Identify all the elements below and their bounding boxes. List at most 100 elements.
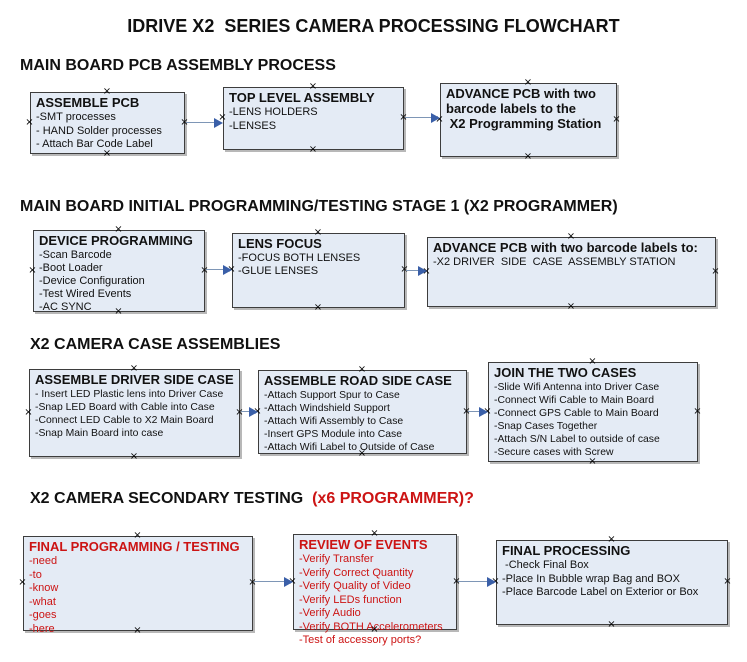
- box-line: -Attach Wifi Label to Outside of Case: [264, 442, 435, 453]
- box-line: -Place In Bubble wrap Bag and BOX: [502, 572, 680, 585]
- anchor-x-icon: ×: [133, 529, 142, 541]
- anchor-x-icon: ×: [218, 112, 227, 123]
- box-line: -LENSES: [229, 119, 277, 132]
- box-title: FINAL PROGRAMMING / TESTING: [29, 539, 240, 554]
- box-line: -Connect LED Cable to X2 Main Board: [35, 415, 214, 426]
- box-title: ADVANCE PCB with two barcode labels to:: [433, 240, 698, 255]
- box-line: -X2 DRIVER SIDE CASE ASSEMBLY STATION: [433, 256, 676, 268]
- anchor-x-icon: ×: [102, 147, 112, 159]
- arrow-head-icon: [284, 577, 293, 587]
- flow-arrow-3-1: [457, 576, 496, 588]
- flow-box-1-2: ADVANCE PCB with two barcode labels to:-…: [422, 231, 720, 311]
- arrow-head-icon: [223, 265, 232, 275]
- box-line: -Scan Barcode: [39, 249, 112, 261]
- box-line: - Insert LED Plastic lens into Driver Ca…: [35, 389, 224, 400]
- box-line: -Snap LED Board with Cable into Case: [35, 402, 215, 413]
- box-title: ASSEMBLE DRIVER SIDE CASE: [35, 372, 234, 387]
- anchor-x-icon: ×: [24, 406, 33, 418]
- box-line: -Test of accessory ports?: [299, 634, 422, 646]
- anchor-x-icon: ×: [357, 363, 367, 375]
- box-title: ASSEMBLE ROAD SIDE CASE: [264, 373, 452, 388]
- anchor-x-icon: ×: [588, 355, 597, 367]
- flow-box-0-0: ASSEMBLE PCB-SMT processes- HAND Solder …: [25, 86, 188, 158]
- anchor-x-icon: ×: [28, 264, 37, 276]
- box-line: -here: [29, 622, 55, 635]
- arrow-head-icon: [214, 118, 223, 128]
- anchor-x-icon: ×: [133, 624, 142, 636]
- box-line: -Place Barcode Label on Exterior or Box: [502, 586, 699, 598]
- flow-arrow-1-0: [205, 264, 232, 276]
- box-title: REVIEW OF EVENTS: [299, 537, 428, 552]
- flow-arrow-3-0: [253, 576, 293, 588]
- arrow-shaft: [206, 269, 224, 270]
- flow-box-2-0: ASSEMBLE DRIVER SIDE CASE - Insert LED Pl…: [24, 363, 243, 461]
- anchor-x-icon: ×: [612, 113, 621, 125]
- box-line: -Connect Wifi Cable to Main Board: [494, 395, 654, 406]
- box-line: -LENS HOLDERS: [229, 106, 318, 118]
- box-title: ASSEMBLE PCB: [36, 95, 140, 110]
- box-line: -to: [29, 568, 42, 581]
- box-line: -Snap Cases Together: [494, 421, 598, 432]
- anchor-x-icon: ×: [607, 533, 616, 545]
- arrow-shaft: [186, 122, 215, 123]
- anchor-x-icon: ×: [114, 223, 123, 235]
- arrow-shaft: [406, 270, 419, 271]
- box-line: -Verify Transfer: [299, 553, 374, 565]
- box-line: -Verify BOTH Accelerometers: [299, 620, 443, 633]
- arrow-shaft: [254, 581, 285, 582]
- flow-box-3-0: FINAL PROGRAMMING / TESTING-need-to-know…: [18, 530, 256, 635]
- box-line: -Slide Wifi Antenna into Driver Case: [494, 382, 660, 393]
- box-line: -Connect GPS Cable to Main Board: [494, 408, 659, 419]
- box-title: DEVICE PROGRAMMING: [39, 233, 193, 248]
- box-line: -Verify Audio: [299, 607, 361, 619]
- box-line: -Secure cases with Screw: [494, 447, 614, 458]
- box-line: -Attach Windshield Support: [264, 403, 390, 414]
- box-line: -GLUE LENSES: [238, 265, 319, 277]
- box-title: LENS FOCUS: [238, 236, 322, 251]
- anchor-x-icon: ×: [25, 116, 34, 128]
- box-line: -Test Wired Events: [39, 288, 132, 300]
- box-title: JOIN THE TWO CASES: [494, 365, 637, 380]
- box-line: -Attach Wifi Assembly to Case: [264, 416, 404, 427]
- flowchart-title: IDRIVE X2 SERIES CAMERA PROCESSING FLOWC…: [127, 16, 620, 36]
- anchor-x-icon: ×: [566, 300, 576, 312]
- box-line: -SMT processes: [36, 111, 116, 123]
- flow-arrow-1-1: [405, 265, 427, 277]
- anchor-x-icon: ×: [566, 230, 576, 242]
- box-line: -Attach Support Spur to Case: [264, 390, 400, 401]
- section-heading-text: (x6 PROGRAMMER)?: [307, 490, 474, 507]
- flow-box-1-0: DEVICE PROGRAMMING-Scan Barcode-Boot Loa…: [28, 224, 208, 316]
- anchor-x-icon: ×: [693, 405, 702, 417]
- section-heading-text: X2 CAMERA SECONDARY TESTING: [30, 490, 308, 507]
- box-line: -Check Final Box: [502, 559, 589, 571]
- anchor-x-icon: ×: [711, 265, 720, 277]
- flow-box-3-2: FINAL PROCESSING -Check Final Box-Place …: [491, 534, 732, 629]
- anchor-x-icon: ×: [357, 447, 367, 459]
- anchor-x-icon: ×: [370, 623, 379, 635]
- flow-arrow-2-0: [240, 406, 258, 418]
- flow-arrow-0-0: [185, 117, 223, 129]
- box-title: ADVANCE PCB with two barcode labels to t…: [446, 86, 602, 131]
- box-line: -what: [29, 595, 56, 608]
- flow-box-0-1: TOP LEVEL ASSEMBLY-LENS HOLDERS-LENSES××…: [218, 81, 407, 154]
- box-line: - Attach Bar Code Label: [36, 138, 153, 150]
- flow-box-2-1: ASSEMBLE ROAD SIDE CASE -Attach Support S…: [253, 364, 471, 458]
- anchor-x-icon: ×: [607, 618, 616, 630]
- anchor-x-icon: ×: [723, 576, 732, 587]
- arrow-shaft: [458, 581, 488, 582]
- box-line: -AC SYNC: [39, 301, 92, 313]
- box-line: -Attach S/N Label to outside of case: [494, 434, 660, 445]
- section-heading-1: MAIN BOARD INITIAL PROGRAMMING/TESTING S…: [20, 198, 618, 216]
- anchor-x-icon: ×: [523, 76, 533, 88]
- anchor-x-icon: ×: [370, 527, 379, 539]
- box-line: -goes: [29, 609, 57, 621]
- flow-box-2-2: JOIN THE TWO CASES -Slide Wifi Antenna in…: [483, 356, 702, 466]
- anchor-x-icon: ×: [462, 405, 471, 417]
- anchor-x-icon: ×: [313, 226, 323, 238]
- arrow-head-icon: [431, 113, 440, 123]
- box-line: -Device Configuration: [39, 275, 145, 287]
- section-heading-3: X2 CAMERA SECONDARY TESTING (x6 PROGRAMM…: [30, 490, 474, 508]
- arrow-head-icon: [487, 577, 496, 587]
- anchor-x-icon: ×: [308, 143, 318, 155]
- box-line: -know: [29, 582, 59, 594]
